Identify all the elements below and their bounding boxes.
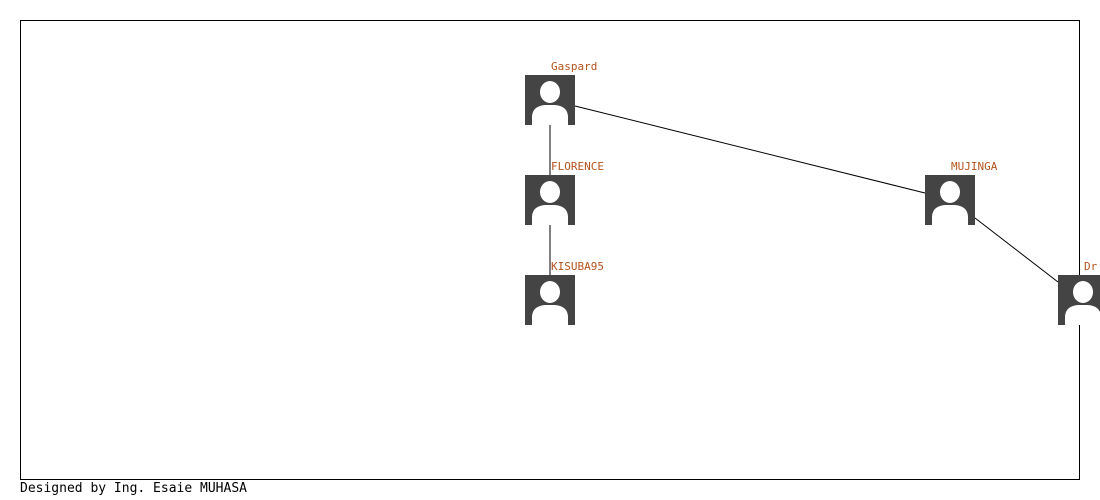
edge-gaspard-mujinga bbox=[574, 105, 926, 194]
node-gaspard[interactable]: Gaspard bbox=[525, 60, 597, 125]
node-florence[interactable]: FLORENCE bbox=[525, 160, 604, 225]
node-label: MUJINGA bbox=[951, 160, 998, 173]
edge-mujinga-dr bbox=[974, 217, 1059, 283]
edges-layer bbox=[549, 105, 1059, 283]
node-dr[interactable]: Dr bbox=[1058, 260, 1100, 325]
node-label: Gaspard bbox=[551, 60, 597, 73]
node-label: KISUBA95 bbox=[551, 260, 604, 273]
diagram-frame bbox=[20, 20, 1080, 480]
user-icon bbox=[532, 81, 568, 125]
user-icon bbox=[1065, 281, 1100, 325]
user-icon bbox=[532, 281, 568, 325]
node-label: FLORENCE bbox=[551, 160, 604, 173]
node-mujinga[interactable]: MUJINGA bbox=[925, 160, 998, 225]
designer-credit: Designed by Ing. Esaie MUHASA bbox=[20, 481, 247, 496]
node-label: Dr bbox=[1084, 260, 1098, 273]
user-icon bbox=[532, 181, 568, 225]
user-icon bbox=[932, 181, 968, 225]
node-kisuba95[interactable]: KISUBA95 bbox=[525, 260, 604, 325]
